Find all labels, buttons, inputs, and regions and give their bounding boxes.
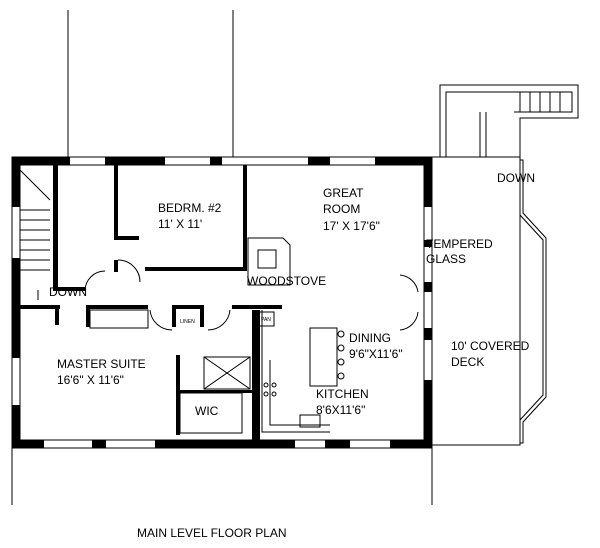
woodstove-label: WOODSTOVE [247,274,326,288]
tempered-glass-label-2: GLASS [426,252,466,266]
lower-patio-outline [11,448,433,505]
linen-label: LINEN [180,319,195,325]
covered-deck-outline [431,156,544,446]
deck-name-1: 10' COVERED [451,339,530,353]
dining-name: DINING [349,331,391,345]
deck-name-2: DECK [451,355,484,369]
master-suite-size: 16'6" X 11'6" [57,373,124,387]
great-room-size: 17' X 17'6" [323,219,380,233]
tempered-glass-label-1: TEMPERED [426,237,493,251]
deck-stairs [439,84,579,157]
great-room-name-1: GREAT [323,186,364,200]
master-suite-name: MASTER SUITE [57,357,146,371]
kitchen-name: KITCHEN [316,387,369,401]
plan-title: MAIN LEVEL FLOOR PLAN [137,526,287,540]
kitchen-size: 8'6X11'6" [316,403,365,417]
upper-outline [67,10,234,157]
deck-down-label: DOWN [497,171,535,185]
stairs-down-label: DOWN [49,285,87,299]
deck-outline-inner [519,159,547,444]
great-room-name-2: ROOM [323,202,360,216]
pantry-label: PAN [261,317,271,323]
interior-walls [19,165,419,440]
bedroom2-name: BEDRM. #2 [158,201,222,215]
exterior-walls [11,156,433,449]
dining-size: 9'6"X11'6" [349,347,403,361]
wic-label: WIC [195,404,219,418]
bedroom2-size: 11' X 11' [158,217,202,231]
